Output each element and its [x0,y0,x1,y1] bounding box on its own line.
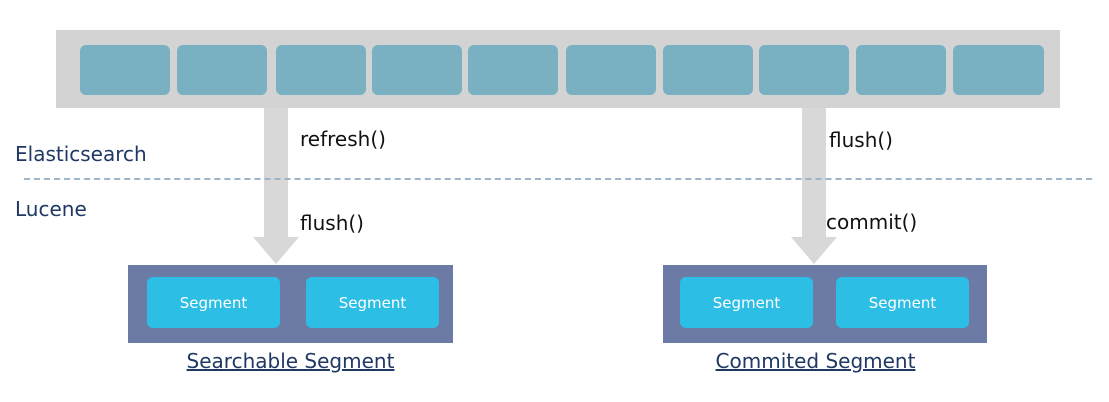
buffer-cell [276,45,366,95]
left-arrow-shaft [264,108,288,238]
left-flush-op-label: flush() [300,211,364,235]
commited-segment-caption: Commited Segment [715,349,916,373]
searchable-segment-group: Segment Segment [128,265,453,343]
commit-op-label: commit() [826,210,918,234]
buffer-bar [56,30,1060,108]
buffer-cell [663,45,753,95]
segment-box: Segment [680,277,813,328]
buffer-cell [80,45,170,95]
buffer-cell [953,45,1044,95]
commited-segment-group: Segment Segment [663,265,987,343]
segment-box: Segment [306,277,439,328]
buffer-cell [372,45,462,95]
segment-box: Segment [147,277,280,328]
searchable-segment-caption: Searchable Segment [186,349,395,373]
right-arrow-head [791,237,837,264]
segment-box: Segment [836,277,969,328]
left-arrow-head [253,237,299,264]
buffer-cell [856,45,946,95]
buffer-cell [566,45,656,95]
lucene-layer-label: Lucene [15,197,87,221]
right-arrow-shaft [802,108,826,238]
layer-divider [24,178,1092,180]
elasticsearch-layer-label: Elasticsearch [15,142,147,166]
buffer-cell [177,45,267,95]
refresh-op-label: refresh() [300,127,386,151]
buffer-cell [468,45,558,95]
buffer-cell [759,45,849,95]
right-flush-op-label: flush() [829,128,893,152]
